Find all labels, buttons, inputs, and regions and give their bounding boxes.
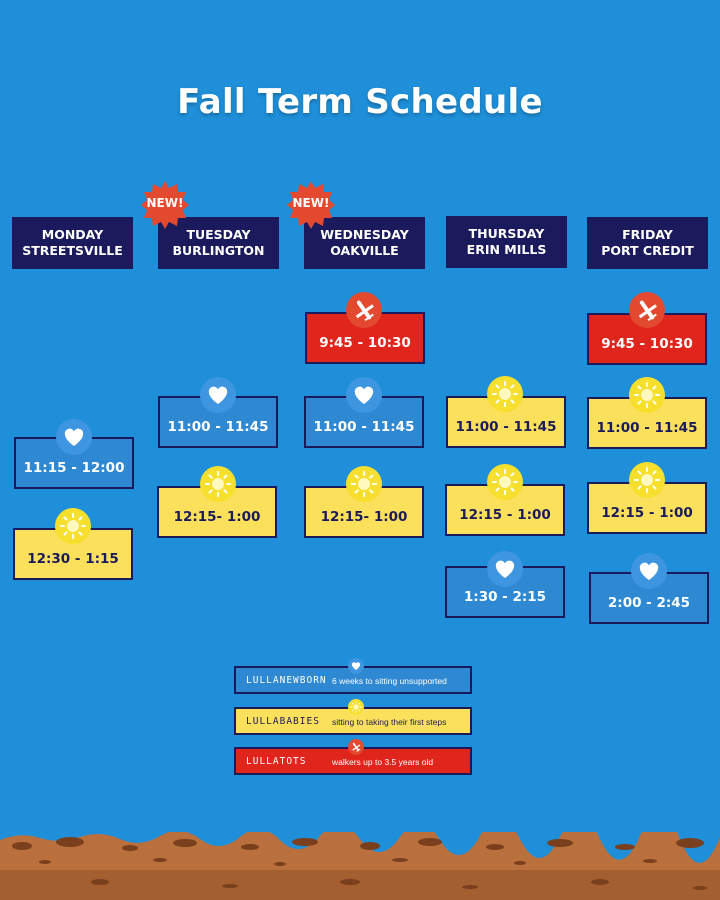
slot-time: 12:15 - 1:00 — [459, 507, 551, 523]
day-header-thursday: THURSDAY ERIN MILLS — [446, 216, 567, 268]
airplane-icon — [348, 739, 364, 755]
day-name: MONDAY — [41, 227, 104, 242]
sun-icon — [200, 466, 236, 502]
day-header-friday: FRIDAY PORT CREDIT — [587, 217, 708, 269]
class-slot-tuesday-1[interactable]: 11:00 - 11:45 — [158, 396, 278, 448]
day-header-wednesday: WEDNESDAY OAKVILLE — [304, 217, 425, 269]
day-name: THURSDAY — [468, 226, 545, 241]
slot-time: 11:00 - 11:45 — [313, 419, 415, 435]
day-header-tuesday: TUESDAY BURLINGTON — [158, 217, 279, 269]
class-slot-tuesday-2[interactable]: 12:15- 1:00 — [157, 486, 277, 538]
new-badge-label: NEW! — [146, 196, 184, 210]
sun-icon — [55, 508, 91, 544]
heart-icon — [56, 419, 92, 455]
day-location: STREETSVILLE — [22, 243, 123, 258]
sun-icon — [346, 466, 382, 502]
legend-description: sitting to taking their first steps — [332, 717, 447, 727]
slot-time: 1:30 - 2:15 — [463, 589, 547, 605]
heart-icon — [487, 551, 523, 587]
day-name: WEDNESDAY — [320, 227, 409, 242]
legend-name: LULLATOTS — [246, 756, 307, 767]
dirt-ground-decoration — [0, 832, 720, 900]
new-badge-label: NEW! — [292, 196, 330, 210]
legend-description: walkers up to 3.5 years old — [332, 757, 434, 767]
day-location: PORT CREDIT — [601, 243, 694, 258]
heart-icon — [346, 377, 382, 413]
heart-icon — [200, 377, 236, 413]
legend-description: 6 weeks to sitting unsupported — [332, 676, 447, 686]
legend-name: LULLABABIES — [246, 716, 320, 727]
slot-time: 12:15- 1:00 — [320, 509, 408, 525]
sun-icon — [629, 462, 665, 498]
page-title: Fall Term Schedule — [177, 82, 543, 122]
day-header-monday: MONDAY STREETSVILLE — [12, 217, 133, 269]
day-location: BURLINGTON — [172, 243, 265, 258]
slot-time: 12:30 - 1:15 — [27, 551, 119, 567]
new-badge-wednesday: NEW! — [286, 180, 336, 230]
slot-time: 11:00 - 11:45 — [596, 420, 698, 436]
day-location: OAKVILLE — [330, 243, 399, 258]
sun-icon — [487, 376, 523, 412]
slot-time: 11:00 - 11:45 — [455, 419, 557, 435]
sun-icon — [487, 464, 523, 500]
legend-lullababies: LULLABABIES sitting to taking their firs… — [234, 699, 472, 735]
heart-icon — [631, 553, 667, 589]
slot-time: 11:00 - 11:45 — [167, 419, 269, 435]
starburst-icon — [141, 181, 189, 229]
legend-name: LULLANEWBORN — [246, 675, 327, 686]
class-slot-monday-1[interactable]: 11:15 - 12:00 — [14, 437, 134, 489]
airplane-icon — [629, 292, 665, 328]
heart-icon — [348, 658, 364, 674]
slot-time: 9:45 - 10:30 — [319, 335, 411, 351]
slot-time: 2:00 - 2:45 — [607, 595, 691, 611]
airplane-icon — [346, 292, 382, 328]
class-slot-wednesday-3[interactable]: 12:15- 1:00 — [304, 486, 424, 538]
day-name: TUESDAY — [186, 227, 251, 242]
legend-lullatots: LULLATOTS walkers up to 3.5 years old — [234, 739, 472, 775]
day-name: FRIDAY — [622, 227, 673, 242]
sun-icon — [629, 377, 665, 413]
sun-icon — [348, 699, 364, 715]
legend-lullanewborn: LULLANEWBORN 6 weeks to sitting unsuppor… — [234, 658, 472, 694]
slot-time: 12:15 - 1:00 — [601, 505, 693, 521]
starburst-icon — [287, 181, 335, 229]
slot-time: 11:15 - 12:00 — [23, 460, 125, 476]
day-location: ERIN MILLS — [466, 242, 547, 257]
new-badge-tuesday: NEW! — [140, 180, 190, 230]
slot-time: 9:45 - 10:30 — [601, 336, 693, 352]
slot-time: 12:15- 1:00 — [173, 509, 261, 525]
